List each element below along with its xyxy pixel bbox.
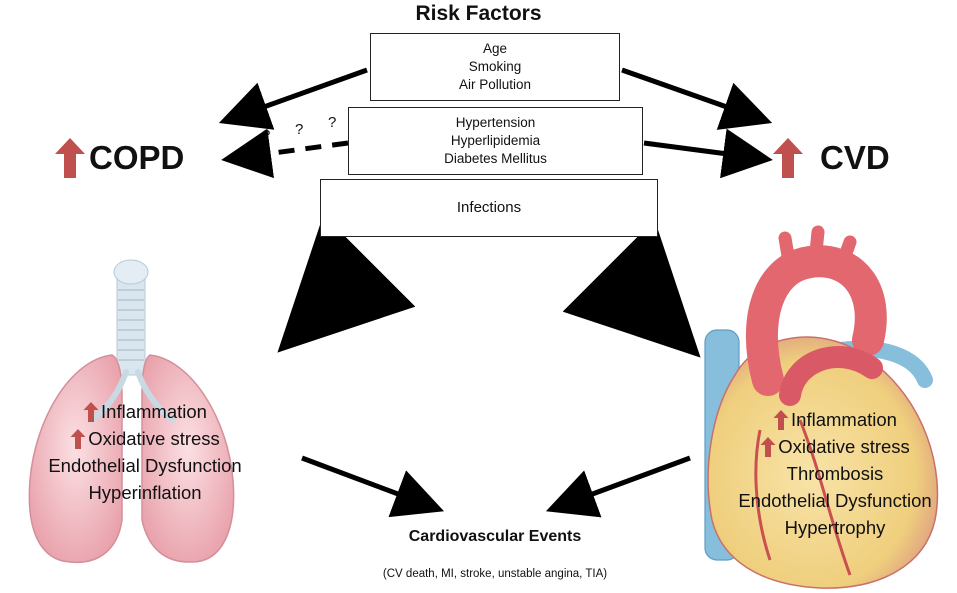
up-arrow-icon <box>70 428 86 449</box>
heart-mechanisms: Inflammation Oxidative stress Thrombosis… <box>715 406 955 541</box>
cvd-label-group: CVD <box>768 138 890 178</box>
risk-box-general: Age Smoking Air Pollution <box>370 33 620 101</box>
risk-item: Air Pollution <box>458 77 532 92</box>
risk-item: Age <box>482 41 508 56</box>
heart-illustration <box>704 225 939 589</box>
lung-mechanisms: Inflammation Oxidative stress Endothelia… <box>20 398 270 506</box>
list-item: Endothelial Dysfunction <box>48 455 242 476</box>
copd-label: COPD <box>89 139 185 176</box>
lungs-illustration <box>28 259 235 564</box>
risk-box-infections: Infections <box>320 179 658 237</box>
up-arrow-icon <box>773 138 803 178</box>
question-mark: ? <box>262 127 271 144</box>
risk-factors-title: Risk Factors <box>415 2 542 25</box>
list-item: Endothelial Dysfunction <box>738 490 932 511</box>
events-title: Cardiovascular Events <box>408 528 582 545</box>
risk-box-metabolic: Hypertension Hyperlipidemia Diabetes Mel… <box>348 107 643 175</box>
list-item: Thrombosis <box>786 463 884 484</box>
cvd-label: CVD <box>820 139 890 176</box>
list-item: Hyperinflation <box>88 482 202 503</box>
events-subtitle: (CV death, MI, stroke, unstable angina, … <box>382 568 608 580</box>
question-mark: ? <box>328 114 337 131</box>
up-arrow-icon <box>760 436 776 457</box>
risk-item: Infections <box>456 199 522 216</box>
list-item: Inflammation <box>20 398 270 425</box>
up-arrow-icon <box>55 138 85 178</box>
list-item: Inflammation <box>715 406 955 433</box>
list-item: Oxidative stress <box>20 425 270 452</box>
copd-label-group: COPD <box>55 138 184 178</box>
up-arrow-icon <box>83 401 99 422</box>
list-item: Oxidative stress <box>715 433 955 460</box>
risk-item: Hyperlipidemia <box>450 133 541 148</box>
up-arrow-icon <box>773 409 789 430</box>
risk-item: Diabetes Mellitus <box>444 151 547 166</box>
list-item: Hypertrophy <box>784 517 886 538</box>
question-mark: ? <box>295 121 304 138</box>
risk-item: Hypertension <box>455 115 536 130</box>
risk-item: Smoking <box>468 59 522 74</box>
